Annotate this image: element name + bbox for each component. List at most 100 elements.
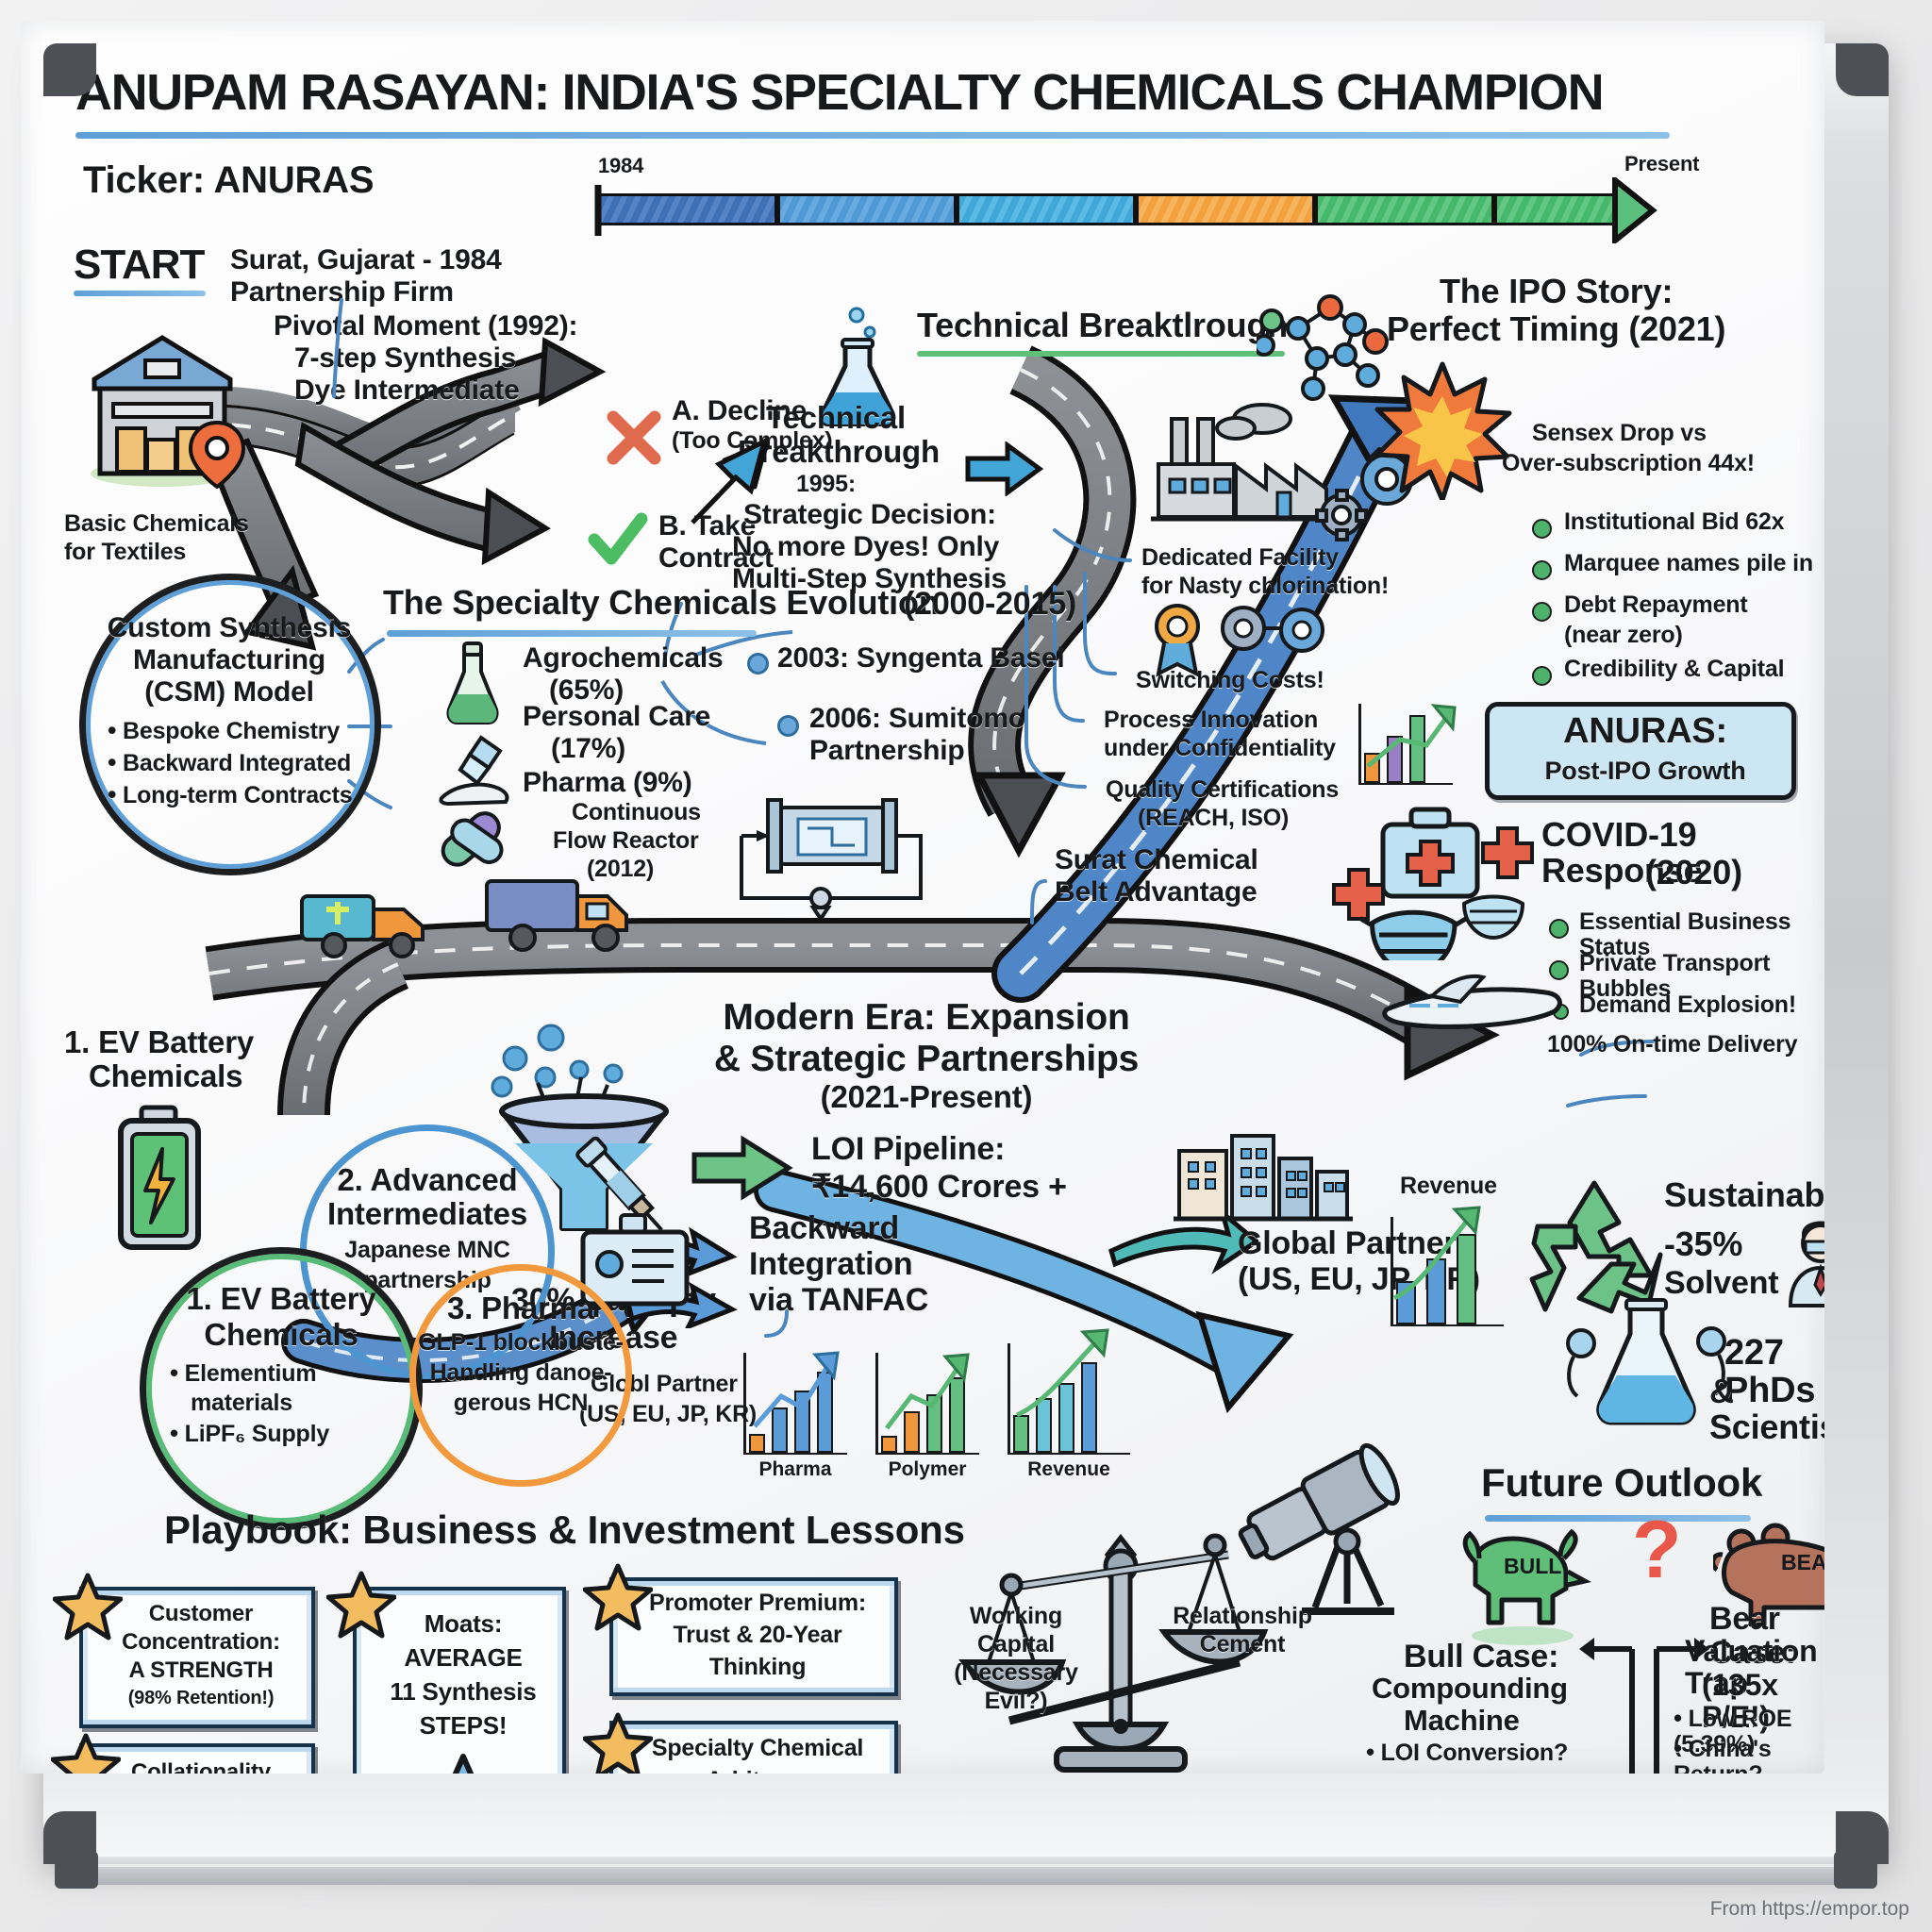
csm-bullet-1: • Backward Integrated	[108, 748, 352, 776]
scientist-icon	[1788, 1221, 1824, 1307]
badge-subtitle: Post-IPO Growth	[1544, 757, 1746, 785]
milestone-2-line1: 2006: Sumitomo	[809, 703, 1025, 734]
chart-pharma: Pharma	[734, 1332, 857, 1480]
advanced-line3: Japanese MNC	[344, 1237, 510, 1263]
badge-title: ANURAS:	[1563, 711, 1727, 751]
quality-cert-line1: Quality Certifications	[1106, 776, 1340, 803]
frame-corner-bottom-left	[43, 1811, 96, 1864]
star-icon-4	[583, 1712, 653, 1774]
bear-case-line1: Bear Case:	[1709, 1601, 1796, 1672]
playbook-card-0-line2: Concentration:	[122, 1629, 280, 1655]
ipo-heading-line1: The IPO Story:	[1440, 272, 1674, 310]
ev-side-line1: 1. EV Battery	[64, 1024, 254, 1059]
segment-1-share: (17%)	[551, 733, 626, 764]
playbook-card-4[interactable]: Specialty Chemical Arbitrage (Expanding …	[609, 1721, 898, 1774]
revenue-chart-label: Revenue	[1400, 1173, 1497, 1199]
bear-case-line3: (135x P/E!)	[1702, 1668, 1778, 1734]
csm-bullet-2: • Long-term Contracts	[108, 780, 353, 808]
playbook-card-3-line2: Trust & 20-Year	[673, 1622, 842, 1648]
molecule-icon	[1257, 294, 1389, 401]
syringe-icon	[575, 1136, 663, 1232]
covid-bullet-0: Essential Business Status	[1579, 908, 1791, 960]
chart-polymer-label: Polymer	[888, 1458, 967, 1480]
playbook-card-3[interactable]: Promoter Premium: Trust & 20-Year Thinki…	[609, 1577, 898, 1696]
global-partner-line1: Global Partner	[1238, 1225, 1457, 1261]
bull-bullet-1: • New Markets	[1366, 1769, 1524, 1774]
backward-line1: Backward	[749, 1210, 900, 1246]
frame-corner-top-right	[1836, 43, 1889, 96]
basic-chemicals-line2: for Textiles	[64, 539, 187, 565]
scale-left-line2: Capital	[977, 1631, 1055, 1657]
post-ipo-growth-chart	[1349, 700, 1462, 804]
scale-right-line1: Relationship	[1173, 1603, 1312, 1629]
advanced-line1: 2. Advanced	[337, 1162, 518, 1197]
lab-device-icon	[580, 1213, 690, 1317]
dedicated-facility-line1: Dedicated Facility	[1141, 544, 1339, 571]
surat-belt-line2: Belt Advantage	[1055, 876, 1257, 908]
medical-kit-icon	[1332, 807, 1534, 960]
pivotal-line2: 7-step Synthesis	[294, 342, 517, 374]
bull-case-line1: Bull Case:	[1404, 1639, 1559, 1674]
playbook-card-4-line2: Arbitrage	[613, 1768, 902, 1774]
blue-star-icon	[452, 1754, 475, 1774]
ev-bullet-1: materials	[191, 1390, 292, 1416]
right-arrow-icon	[965, 441, 1043, 496]
sensex-line2: Over-subscription 44x!	[1502, 450, 1755, 476]
start-label: START	[74, 242, 205, 288]
pharma-pills-icon	[441, 811, 504, 867]
ipo-bullet-3: (near zero)	[1564, 622, 1683, 648]
playbook-card-2[interactable]: Moats: AVERAGE 11 Synthesis STEPS!	[353, 1587, 566, 1774]
chart-revenue-right	[1381, 1204, 1513, 1345]
decision-line2: No more Dyes! Only	[732, 531, 1000, 562]
check-mark-icon	[588, 512, 648, 565]
evolution-underline	[387, 630, 757, 637]
pharma-line2: Handling danoe-	[429, 1359, 612, 1386]
backward-line2: Integration	[749, 1246, 913, 1282]
title-underline	[75, 132, 1670, 139]
reactor-line2: Flow Reactor	[553, 827, 699, 854]
chart-polymer: Polymer	[866, 1332, 989, 1480]
phds-line1: 227 PhDs	[1724, 1333, 1816, 1411]
balance-scale-icon	[958, 1533, 1269, 1773]
bull-icon: BULL	[1462, 1528, 1591, 1645]
playbook-heading: Playbook: Business & Investment Lessons	[164, 1507, 965, 1552]
ipo-bullet-4: Credibility & Capital	[1564, 656, 1785, 682]
milestone-2-line2: Partnership	[809, 735, 965, 766]
teal-arrow-icon	[1108, 1206, 1258, 1274]
factory-icon	[1151, 403, 1341, 522]
playbook-card-2-line3: 11 Synthesis	[390, 1677, 537, 1706]
star-icon-1	[51, 1733, 121, 1774]
scale-left-line4: Evil?)	[984, 1688, 1048, 1714]
bear-case-line2: Valuation Trap	[1685, 1634, 1818, 1700]
playbook-card-0-line4: (98% Retention!)	[127, 1688, 275, 1708]
option-b-line2: Contract	[658, 542, 774, 574]
star-icon-3	[583, 1563, 653, 1631]
playbook-card-0[interactable]: Customer Concentration: A STRENGTH (98% …	[79, 1587, 315, 1728]
evolution-heading: The Specialty Chemicals Evolution	[383, 583, 940, 622]
milestone-1-dot	[747, 653, 769, 675]
ipo-bullet-0: Institutional Bid 62x	[1564, 508, 1785, 535]
segment-0-share: (65%)	[549, 675, 625, 706]
breakthrough-label-line2: Breakthrough	[738, 434, 940, 469]
covid-bullet-1: Private Transport Bubbles	[1579, 950, 1771, 1002]
playbook-card-4-line1: Specialty Chemical	[651, 1735, 864, 1761]
csm-bullet-0: • Bespoke Chemistry	[108, 716, 341, 744]
segment-0-name: Agrochemicals	[523, 642, 724, 674]
modern-heading-line2: & Strategic Partnerships	[713, 1039, 1140, 1079]
milestone-1-label: 2003: Syngenta Basel	[777, 642, 1065, 674]
star-icon-2	[326, 1571, 396, 1639]
bear-tag-text: BEAR	[1781, 1550, 1824, 1574]
pharma-line1: GLP-1 blockbuste-	[418, 1329, 624, 1356]
city-buildings-icon	[1174, 1134, 1353, 1222]
frame-corner-top-left	[43, 43, 96, 96]
quality-cert-line2: (REACH, ISO)	[1138, 805, 1290, 831]
playbook-card-2-line4: STEPS!	[419, 1711, 508, 1740]
milestone-2-dot	[777, 715, 799, 737]
bull-case-line2: Compounding	[1372, 1672, 1568, 1705]
cross-mark-icon	[607, 410, 661, 465]
playbook-card-2-line2: AVERAGE	[404, 1643, 523, 1672]
surat-belt-line1: Surat Chemical	[1055, 844, 1258, 875]
ipo-heading-line2: Perfect Timing (2021)	[1387, 309, 1726, 348]
playbook-card-3-line1: Promoter Premium:	[649, 1590, 866, 1616]
question-mark-icon: ?	[1632, 1511, 1682, 1595]
